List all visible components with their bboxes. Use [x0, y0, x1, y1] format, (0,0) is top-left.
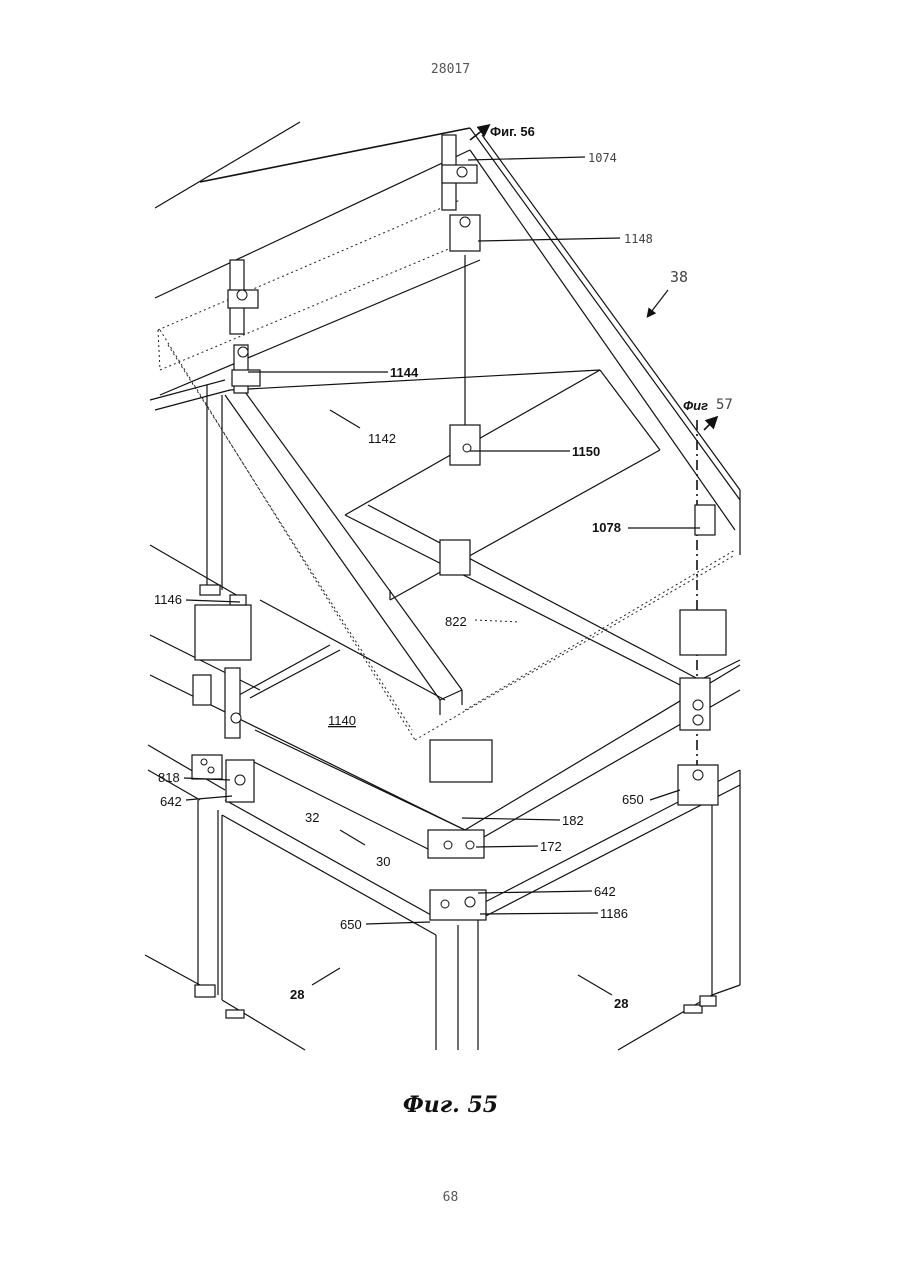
- page-number: 68: [0, 1190, 901, 1205]
- label-fig57-prefix: Фиг: [683, 398, 708, 413]
- label-1186: 1186: [600, 906, 628, 921]
- label-38: 38: [670, 268, 688, 286]
- label-1148: 1148: [624, 232, 653, 246]
- label-642-left: 642: [160, 794, 182, 809]
- label-1146: 1146: [154, 592, 182, 607]
- label-818: 818: [158, 770, 180, 785]
- label-fig57-number: 57: [716, 397, 733, 413]
- label-1142: 1142: [368, 431, 396, 446]
- figure-caption: Фиг. 55: [0, 1092, 901, 1118]
- label-822: 822: [445, 614, 467, 629]
- label-172: 172: [540, 839, 562, 854]
- label-1144: 1144: [390, 365, 419, 380]
- label-32: 32: [305, 810, 319, 825]
- label-1078: 1078: [592, 520, 621, 535]
- label-30: 30: [376, 854, 390, 869]
- label-1140: 1140: [328, 713, 356, 728]
- brackets: [192, 135, 726, 1018]
- label-fig56: Фиг. 56: [490, 124, 535, 139]
- label-642-right: 642: [594, 884, 616, 899]
- label-28-left: 28: [290, 987, 304, 1002]
- label-1074: 1074: [588, 151, 617, 165]
- label-650-right: 650: [622, 792, 644, 807]
- label-182: 182: [562, 813, 584, 828]
- label-1150: 1150: [572, 444, 600, 459]
- label-28-right: 28: [614, 996, 628, 1011]
- label-650-left: 650: [340, 917, 362, 932]
